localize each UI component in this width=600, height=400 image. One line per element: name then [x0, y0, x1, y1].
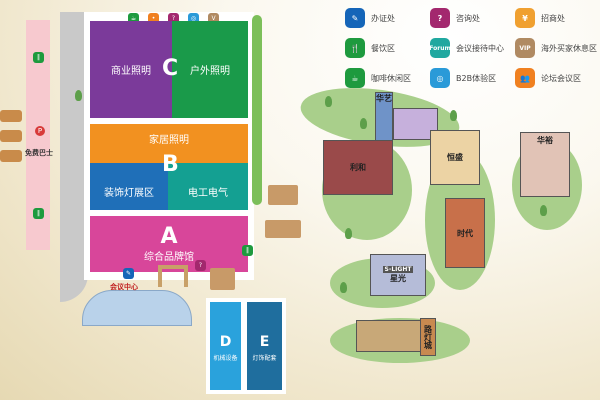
building-huayu[interactable]: 华裕: [520, 132, 570, 197]
tree-icon: [540, 205, 547, 216]
hall-a-letter: A: [160, 223, 178, 249]
building-label: 华艺: [376, 94, 392, 103]
tree-icon: [340, 282, 347, 293]
inquiry-icon: ?: [430, 8, 450, 28]
hall-c-facility-icons: ☕ • ? ◎ V: [128, 13, 219, 24]
building-lighting-city-sign: 路灯城: [420, 318, 436, 356]
zone-label: 机械设备: [213, 354, 238, 362]
vip-icon: VIP: [515, 38, 535, 58]
legend-item: ☕ 咖啡休闲区: [345, 68, 430, 88]
building-label: 路灯城: [423, 325, 433, 349]
hall-d-machinery[interactable]: D 机械设备: [210, 302, 241, 390]
dining-icon: ‖: [33, 52, 44, 63]
legend-item: 👥 论坛会议区: [515, 68, 600, 88]
legend-item: 🍴 餐饮区: [345, 38, 430, 58]
legend-label: 餐饮区: [371, 43, 395, 53]
b2b-icon: ◎: [430, 68, 450, 88]
coffee-icon: ☕: [128, 13, 139, 24]
hall-a-brand-pavilion[interactable]: A 综合品牌馆: [90, 216, 248, 272]
zone-label: 家居照明: [149, 135, 189, 146]
legend-label: 招商处: [541, 13, 565, 23]
legend: ✎ 办证处? 咨询处 ¥ 招商处 🍴 餐饮区 Forum 会议接待中心 VIP 海外买家休息区 ☕ 咖啡…: [345, 8, 600, 88]
legend-label: 海外买家休息区: [541, 43, 597, 53]
parking-icon: P: [35, 126, 45, 136]
inquiry-icon: ?: [195, 260, 206, 271]
bus-label: 免费巴士: [25, 149, 53, 157]
legend-item: ✎ 办证处: [345, 8, 430, 28]
building-shidai[interactable]: 时代: [445, 198, 485, 268]
legend-label: 办证处: [371, 13, 395, 23]
building-label: 华裕: [537, 136, 553, 145]
tree-icon: [325, 96, 332, 107]
dining-icon: 🍴: [345, 38, 365, 58]
entrance-gate: [158, 265, 188, 287]
conference-icon: 👥: [515, 68, 535, 88]
hall-b-decorative-lighting[interactable]: 装饰灯展区: [90, 163, 168, 210]
legend-label: 论坛会议区: [541, 73, 581, 83]
hedge: [252, 15, 262, 205]
building-label: 时代: [457, 228, 473, 238]
zone-label: 电工电气: [188, 188, 228, 199]
conference-icon: •: [148, 13, 159, 24]
id-card-icon: ✎: [123, 268, 134, 279]
hall-b-letter: B: [162, 152, 179, 177]
legend-item: Forum 会议接待中心: [429, 38, 515, 58]
legend-label: B2B体验区: [456, 73, 497, 83]
dining-icon: ‖: [33, 208, 44, 219]
hall-e-letter: E: [259, 333, 270, 350]
legend-item: ◎ B2B体验区: [430, 68, 515, 88]
building-label: 利和: [350, 163, 366, 172]
building-hengsheng[interactable]: 恒盛: [430, 130, 480, 185]
building-label: 星光: [390, 274, 406, 283]
b2b-icon: ◎: [188, 13, 199, 24]
hall-c-commercial-lighting[interactable]: 商业照明: [90, 21, 172, 118]
zone-label: 商业照明: [111, 66, 151, 77]
hall-d-letter: D: [219, 333, 232, 350]
legend-label: 会议接待中心: [456, 43, 504, 53]
bus-icons: [0, 110, 24, 170]
tree-icon: [75, 90, 82, 101]
zone-label: 综合品牌馆: [144, 251, 194, 263]
hall-b-electrical[interactable]: 电工电气: [168, 163, 248, 210]
legend-label: 咖啡休闲区: [371, 73, 411, 83]
coffee-icon: ☕: [345, 68, 365, 88]
dining-icon: ‖: [242, 245, 253, 256]
conference-center-label: 会议中心: [110, 283, 138, 291]
tree-icon: [360, 118, 367, 129]
forum-icon: Forum: [429, 38, 451, 58]
legend-label: 咨询处: [456, 13, 480, 23]
zone-label: 户外照明: [190, 66, 230, 77]
building-label: 恒盛: [447, 153, 463, 162]
investment-icon: ¥: [515, 8, 535, 28]
zone-label: 装饰灯展区: [104, 188, 154, 199]
vip-icon: V: [208, 13, 219, 24]
hall-e-accessories[interactable]: E 灯饰配套: [247, 302, 282, 390]
food-stall: [265, 220, 301, 238]
building-lihe[interactable]: 利和: [323, 140, 393, 195]
conference-center-building[interactable]: [82, 290, 192, 326]
building-huayi[interactable]: 华艺: [375, 92, 393, 142]
legend-item: VIP 海外买家休息区: [515, 38, 600, 58]
hall-c-outdoor-lighting[interactable]: 户外照明: [172, 21, 248, 118]
building-sign: S-LIGHT: [382, 266, 414, 273]
legend-item: ¥ 招商处: [515, 8, 600, 28]
road: [60, 12, 88, 302]
building-xingguang[interactable]: S-LIGHT 星光: [370, 254, 426, 296]
hall-b-home-lighting[interactable]: 家居照明: [90, 124, 248, 163]
hall-c-letter: C: [162, 56, 179, 81]
building-lighting-city[interactable]: [356, 320, 426, 352]
tree-icon: [345, 228, 352, 239]
zone-label: 灯饰配套: [252, 354, 277, 362]
food-stall: [210, 268, 235, 290]
id-card-icon: ✎: [345, 8, 365, 28]
tree-icon: [450, 110, 457, 121]
inquiry-icon: ?: [168, 13, 179, 24]
legend-item: ? 咨询处: [430, 8, 515, 28]
food-stall: [268, 185, 298, 205]
